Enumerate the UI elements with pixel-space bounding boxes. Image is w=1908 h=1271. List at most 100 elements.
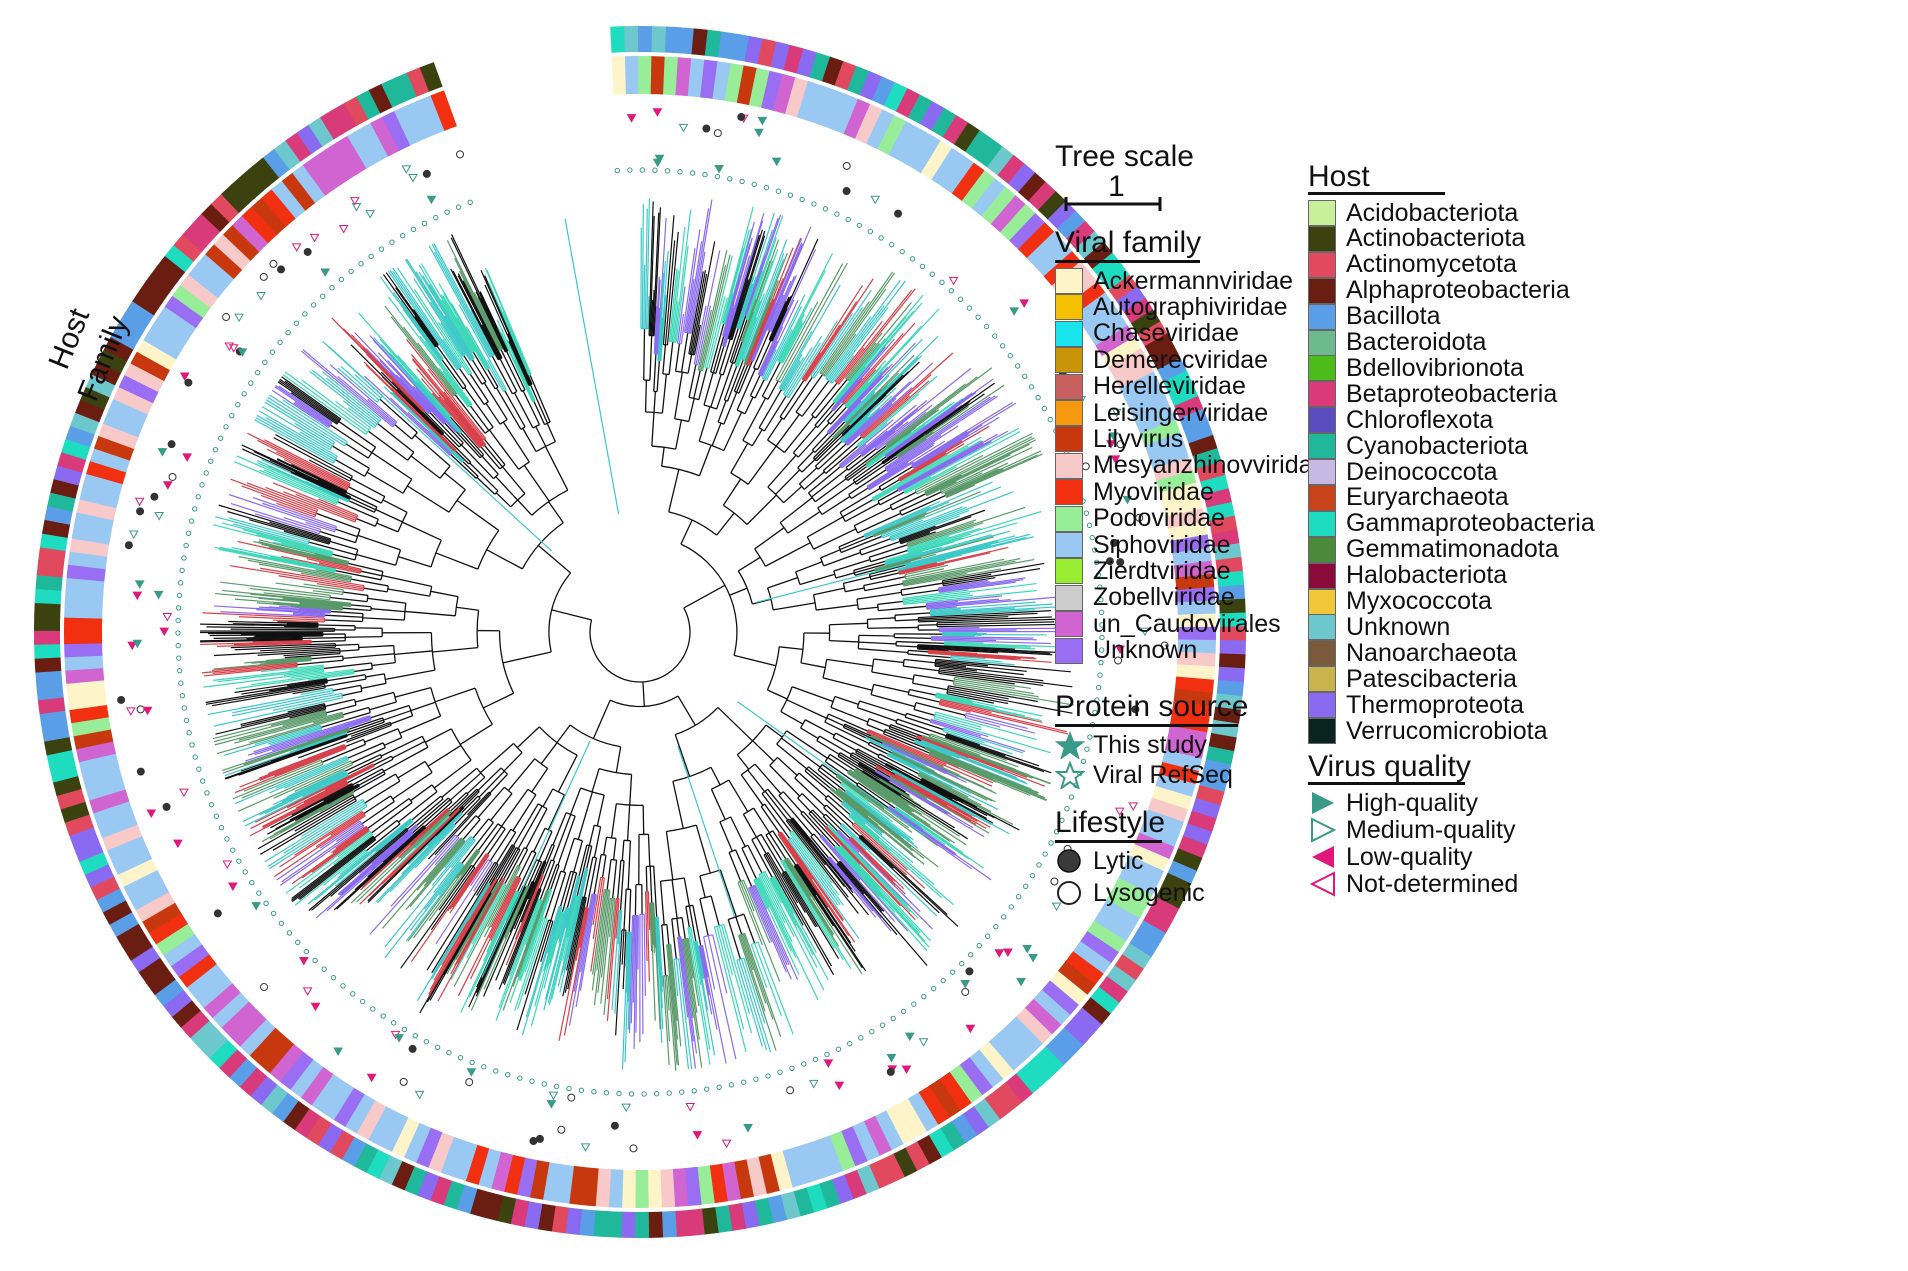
tree-branch	[547, 890, 549, 891]
quality-marker	[693, 1132, 701, 1139]
tree-branch	[390, 722, 391, 725]
circle-filled-icon	[1055, 847, 1093, 875]
tree-branch	[363, 586, 364, 591]
tree-branch	[718, 707, 753, 741]
protein-source-marker	[764, 185, 768, 189]
quality-marker	[995, 950, 1003, 957]
tree-branch	[738, 557, 760, 571]
tree-branch	[630, 774, 632, 805]
protein-source-marker	[920, 264, 924, 268]
host-swatch	[1308, 433, 1336, 459]
tree-branch	[480, 743, 513, 772]
legend-panel: Tree scale 1 Viral family Ackermannvirid…	[1270, 0, 1908, 1266]
tree-branch	[604, 890, 609, 891]
protein-source-marker	[196, 495, 200, 499]
tree-branch	[585, 907, 588, 908]
virus-quality-item-medium-quality: Medium-quality	[1308, 815, 1516, 845]
host-ring-segment	[648, 1212, 663, 1238]
quality-marker	[427, 196, 435, 203]
tree-branch	[383, 500, 407, 512]
tree-branch	[570, 725, 621, 747]
protein-source-marker	[381, 1014, 385, 1018]
tree-branch	[393, 772, 432, 799]
tree-branch	[646, 412, 663, 413]
tree-branch	[860, 701, 906, 716]
quality-marker	[416, 1091, 424, 1098]
protein-source-marker	[263, 360, 267, 364]
tree-branch	[686, 905, 693, 906]
tree-branch	[642, 204, 643, 328]
tree-branch	[731, 473, 748, 484]
protein-source-marker	[703, 172, 707, 176]
tree-branch	[836, 846, 929, 947]
tree-branch	[822, 496, 850, 514]
tree-branch	[814, 595, 817, 610]
tree-branch	[398, 761, 425, 777]
protein-source-marker	[653, 168, 657, 172]
protein-source-marker	[518, 1076, 522, 1080]
protein-source-marker	[740, 179, 744, 183]
protein-source-marker	[411, 227, 415, 231]
tree-branch	[953, 677, 954, 684]
tree-branch	[843, 583, 845, 591]
tree-branch	[578, 792, 592, 840]
tree-branch	[502, 467, 524, 494]
protein-source-marker	[994, 924, 998, 928]
tree-branch	[455, 597, 458, 616]
lifestyle-marker	[137, 508, 144, 515]
tree-branch	[648, 892, 649, 931]
quality-marker	[136, 581, 144, 588]
quality-marker	[334, 1048, 342, 1055]
tree-branch	[724, 400, 727, 401]
protein-source-marker	[977, 943, 981, 947]
tree-branch	[885, 563, 886, 565]
protein-source-marker	[369, 254, 373, 258]
tree-branch	[319, 529, 320, 533]
protein-source-marker	[715, 174, 719, 178]
tree-branch	[718, 401, 726, 422]
tree-branch	[376, 510, 403, 522]
protein-source-marker	[209, 802, 213, 806]
protein-source-marker	[231, 848, 235, 852]
tree-branch	[705, 368, 709, 369]
tree-branch	[448, 816, 449, 817]
tree-branch	[738, 571, 752, 604]
tree-branch	[604, 837, 607, 855]
quality-marker	[920, 1039, 928, 1046]
viral-family-swatch	[1055, 268, 1083, 294]
protein-source-marker	[219, 825, 223, 829]
tree-branch	[549, 920, 553, 921]
tree-branch	[768, 440, 785, 452]
tree-branch	[723, 479, 740, 505]
viral-family-label: Zierdtviridae	[1093, 557, 1231, 586]
protein-source-marker	[813, 1057, 817, 1061]
tree-branch	[904, 659, 935, 662]
protein-source-marker	[422, 221, 426, 225]
tree-branch	[669, 512, 717, 535]
tree-branch	[755, 549, 766, 566]
tree-branch	[857, 708, 896, 722]
tree-branch	[444, 473, 465, 490]
tree-branch	[864, 585, 865, 590]
tree-branch	[875, 569, 876, 571]
tree-branch	[629, 889, 631, 932]
tree-branch	[711, 789, 725, 819]
lifestyle-marker	[611, 1122, 618, 1129]
tree-branch	[332, 689, 333, 693]
tree-branch	[693, 905, 701, 945]
tree-branch	[592, 769, 599, 792]
tree-branch	[407, 486, 449, 512]
lifestyle-marker	[214, 910, 221, 917]
protein-source-marker	[665, 169, 669, 173]
tree-branch	[388, 589, 430, 596]
tree-branch	[432, 648, 477, 652]
tree-branch	[896, 719, 897, 723]
tree-branch	[343, 592, 368, 595]
viral-family-swatch	[1055, 321, 1083, 347]
protein-source-marker	[201, 779, 205, 783]
lifestyle-marker	[223, 314, 230, 321]
tree-branch	[675, 707, 718, 734]
lifestyle-marker	[787, 1087, 794, 1094]
viral-family-label: Zobellviridae	[1093, 583, 1235, 612]
tree-branch	[662, 374, 666, 413]
